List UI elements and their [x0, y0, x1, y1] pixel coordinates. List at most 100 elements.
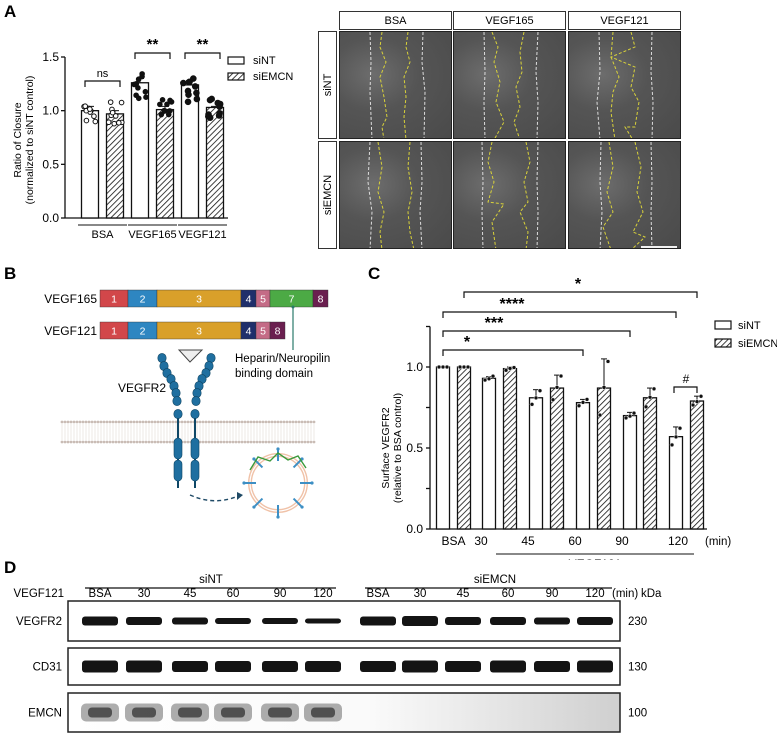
exon-number: 2: [140, 294, 146, 306]
y-tick-label: 0.0: [42, 211, 59, 225]
data-point: [436, 364, 442, 370]
band: [360, 661, 396, 672]
annotation-text: Heparin/Neuropilin: [235, 353, 330, 365]
significance-label-hash: #: [683, 372, 690, 386]
lane-label: 90: [546, 588, 559, 600]
data-point: [193, 95, 201, 103]
bar-siEMCN-VEGF121: [205, 106, 225, 219]
data-point: [698, 394, 704, 399]
significance-bracket: [84, 80, 121, 87]
legend-label-sint: siNT: [738, 320, 761, 332]
data-point: [143, 94, 149, 100]
scale-bar: [641, 246, 677, 248]
exon-number: 7: [289, 294, 295, 306]
y-axis-label: Surface VEGFR2: [380, 407, 392, 488]
y-tick-label: 0.0: [406, 522, 423, 536]
legend-swatch-sint: [714, 320, 732, 330]
y-axis-label: Ratio of Closure: [12, 102, 24, 177]
band: [402, 660, 438, 673]
data-point: [690, 402, 696, 408]
bar-siEMCN-VEGF165: [155, 108, 175, 219]
data-point: [161, 107, 167, 114]
band: [305, 618, 341, 624]
data-point: [184, 98, 192, 106]
data-point: [651, 386, 657, 392]
blot-VEGFR2: [67, 600, 621, 642]
x-tick-label: BSA: [441, 534, 465, 548]
data-point: [164, 101, 170, 108]
micrograph-siemcn-vegf165: [453, 141, 566, 249]
data-point: [186, 78, 193, 86]
significance-label: **: [197, 36, 209, 53]
band: [126, 660, 162, 673]
data-point: [623, 415, 629, 421]
grid-row-label-siemcn: siEMCN: [318, 141, 337, 249]
y-tick-label: 1.0: [42, 104, 59, 118]
receptor-domain: [191, 396, 201, 406]
significance-label: ***: [485, 315, 504, 332]
data-point: [511, 365, 517, 370]
significance-bracket: [442, 311, 677, 318]
legend-swatch-sint: [227, 56, 245, 65]
bar-siEMCN-60: [596, 387, 612, 530]
kda-marker: 230: [628, 616, 647, 628]
x-tick-label: BSA: [91, 229, 114, 241]
receptor-domain: [172, 396, 182, 406]
data-point: [204, 113, 212, 120]
band: [82, 660, 118, 673]
data-point: [180, 79, 187, 87]
ligand-coat: [249, 452, 307, 471]
data-point: [111, 120, 118, 127]
band: [490, 617, 526, 625]
data-point: [537, 388, 543, 393]
y-axis-label-sub: (relative to BSA control): [392, 393, 404, 503]
bar-siEMCN-30: [502, 367, 518, 530]
blot-CD31: [67, 647, 621, 686]
bar-siEMCN-BSA: [456, 366, 472, 530]
data-point: [105, 119, 112, 126]
data-point: [529, 402, 535, 407]
kda-label: kDa: [641, 588, 662, 600]
data-point: [159, 97, 166, 103]
data-point: [107, 99, 114, 105]
exon-number: 8: [318, 294, 324, 306]
isoform-label: VEGF165: [44, 292, 97, 306]
lane-label: 45: [184, 588, 197, 600]
group-label-sint: siNT: [199, 574, 223, 586]
exon-number: 2: [140, 326, 146, 338]
micrograph-siemcn-bsa: [339, 141, 452, 249]
band: [445, 661, 481, 672]
band: [360, 616, 396, 626]
lane-label: BSA: [366, 588, 389, 600]
band: [577, 617, 613, 625]
significance-bracket: [134, 52, 171, 59]
data-point: [558, 373, 564, 379]
significance-label: ns: [97, 68, 109, 80]
band: [402, 616, 438, 626]
exon-8: [269, 321, 286, 340]
band: [262, 618, 298, 624]
data-point: [216, 103, 223, 110]
data-point: [677, 425, 683, 431]
lane-label: 60: [502, 588, 515, 600]
significance-label: ****: [500, 296, 526, 313]
bar-siNT-VEGF165: [130, 82, 150, 219]
micrograph-sint-vegf165: [453, 31, 566, 139]
bar-siEMCN-120: [689, 400, 705, 530]
grid-row-label-siemcn-text: siEMCN: [321, 174, 334, 216]
lane-label: 60: [227, 588, 240, 600]
panel-a-letter: A: [4, 2, 17, 21]
significance-label: **: [147, 36, 159, 53]
grid-row-label-sint-text: siNT: [321, 73, 334, 97]
micrograph-sint-vegf121: [568, 31, 681, 139]
data-point: [157, 101, 163, 108]
grid-col-header-vegf121: VEGF121: [568, 11, 681, 30]
significance-bracket: [442, 349, 584, 356]
data-point: [440, 364, 446, 370]
band: [172, 617, 208, 625]
bar-siEMCN-90: [642, 397, 658, 530]
exon-number: 4: [246, 326, 252, 338]
exon-number: 8: [275, 326, 281, 338]
